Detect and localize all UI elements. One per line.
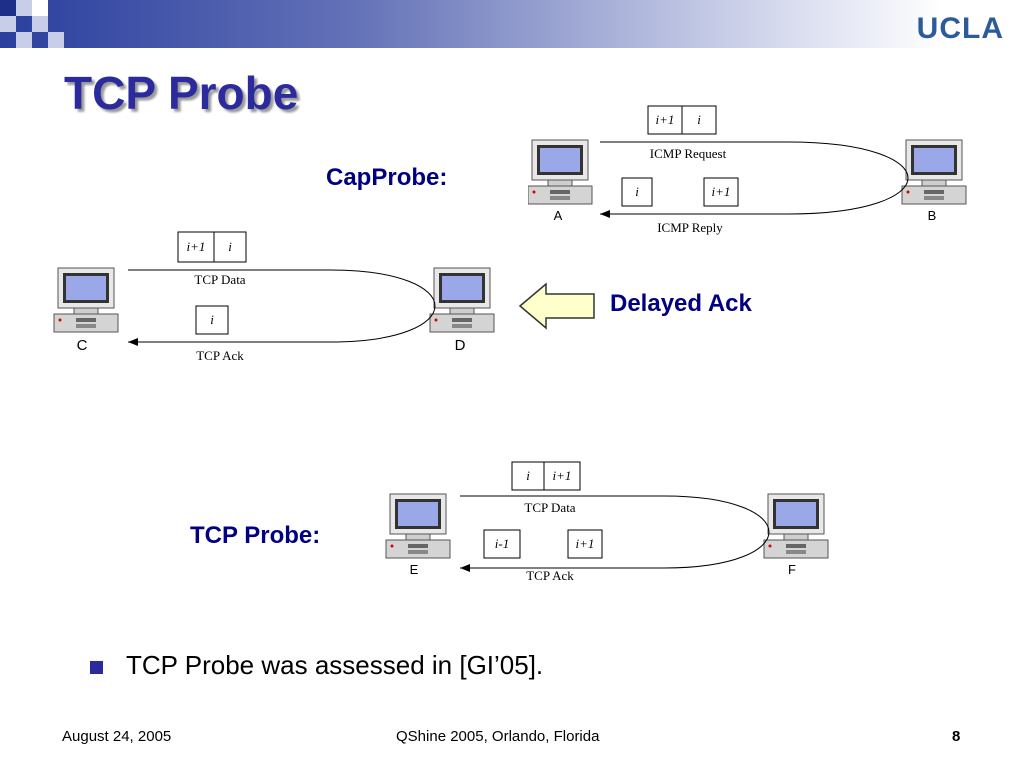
node-label: A <box>554 208 563 223</box>
corner-square-5 <box>32 16 48 32</box>
packet-label: i+1 <box>553 468 572 483</box>
reverse-caption: TCP Ack <box>196 348 244 363</box>
node-label: E <box>410 562 419 577</box>
packet-label: i+1 <box>656 112 675 127</box>
forward-caption: ICMP Request <box>650 146 727 161</box>
left-arrow-icon <box>518 282 595 330</box>
packet-label: i <box>635 184 639 199</box>
corner-square-7 <box>48 32 64 48</box>
packet-label: i <box>526 468 530 483</box>
reverse-caption: TCP Ack <box>526 568 574 583</box>
packet-label: i+1 <box>576 536 595 551</box>
computer-icon <box>763 493 829 559</box>
footer-date: August 24, 2005 <box>62 728 172 745</box>
tcp-probe-label: TCP Probe: <box>190 522 321 549</box>
computer-icon <box>429 267 495 333</box>
forward-caption: TCP Data <box>524 500 575 515</box>
page-number: 8 <box>952 728 961 745</box>
node-label: D <box>455 337 466 354</box>
packet-label: i+1 <box>712 184 731 199</box>
corner-square-4 <box>0 16 16 32</box>
packet-label: i <box>210 312 214 327</box>
corner-square-2 <box>16 0 32 16</box>
capprobe-diagram: i+1 i ICMP Request i i+1 ICMP Reply A B <box>528 105 967 235</box>
header-banner <box>0 0 1024 48</box>
packet-label: i <box>697 112 701 127</box>
computer-icon <box>53 267 119 333</box>
reverse-caption: ICMP Reply <box>657 220 723 235</box>
computer-icon <box>528 139 593 205</box>
node-label: C <box>77 337 88 354</box>
corner-square-6 <box>16 32 32 48</box>
corner-square-1 <box>0 0 16 16</box>
corner-square-3 <box>32 0 48 16</box>
square-bullet-icon <box>90 661 103 674</box>
delayed-ack-diagram: i+1 i TCP Data i TCP Ack C D <box>53 231 495 363</box>
slide-title: TCP Probe <box>64 67 299 119</box>
capprobe-label: CapProbe: <box>326 164 448 191</box>
delayed-ack-label: Delayed Ack <box>610 290 752 317</box>
packet-label: i+1 <box>187 239 206 254</box>
packet-label: i <box>228 239 232 254</box>
packet-label: i-1 <box>495 536 509 551</box>
computer-icon <box>385 493 451 559</box>
bullet-text: TCP Probe was assessed in [GI’05]. <box>126 650 544 680</box>
footer-center: QShine 2005, Orlando, Florida <box>396 728 600 745</box>
computer-icon <box>901 139 967 205</box>
tcp-probe-diagram: i i+1 TCP Data i-1 i+1 TCP Ack E F <box>385 461 829 583</box>
node-label: F <box>788 562 796 577</box>
forward-caption: TCP Data <box>194 272 245 287</box>
ucla-logo: UCLA <box>916 12 1004 45</box>
node-label: B <box>928 208 937 223</box>
